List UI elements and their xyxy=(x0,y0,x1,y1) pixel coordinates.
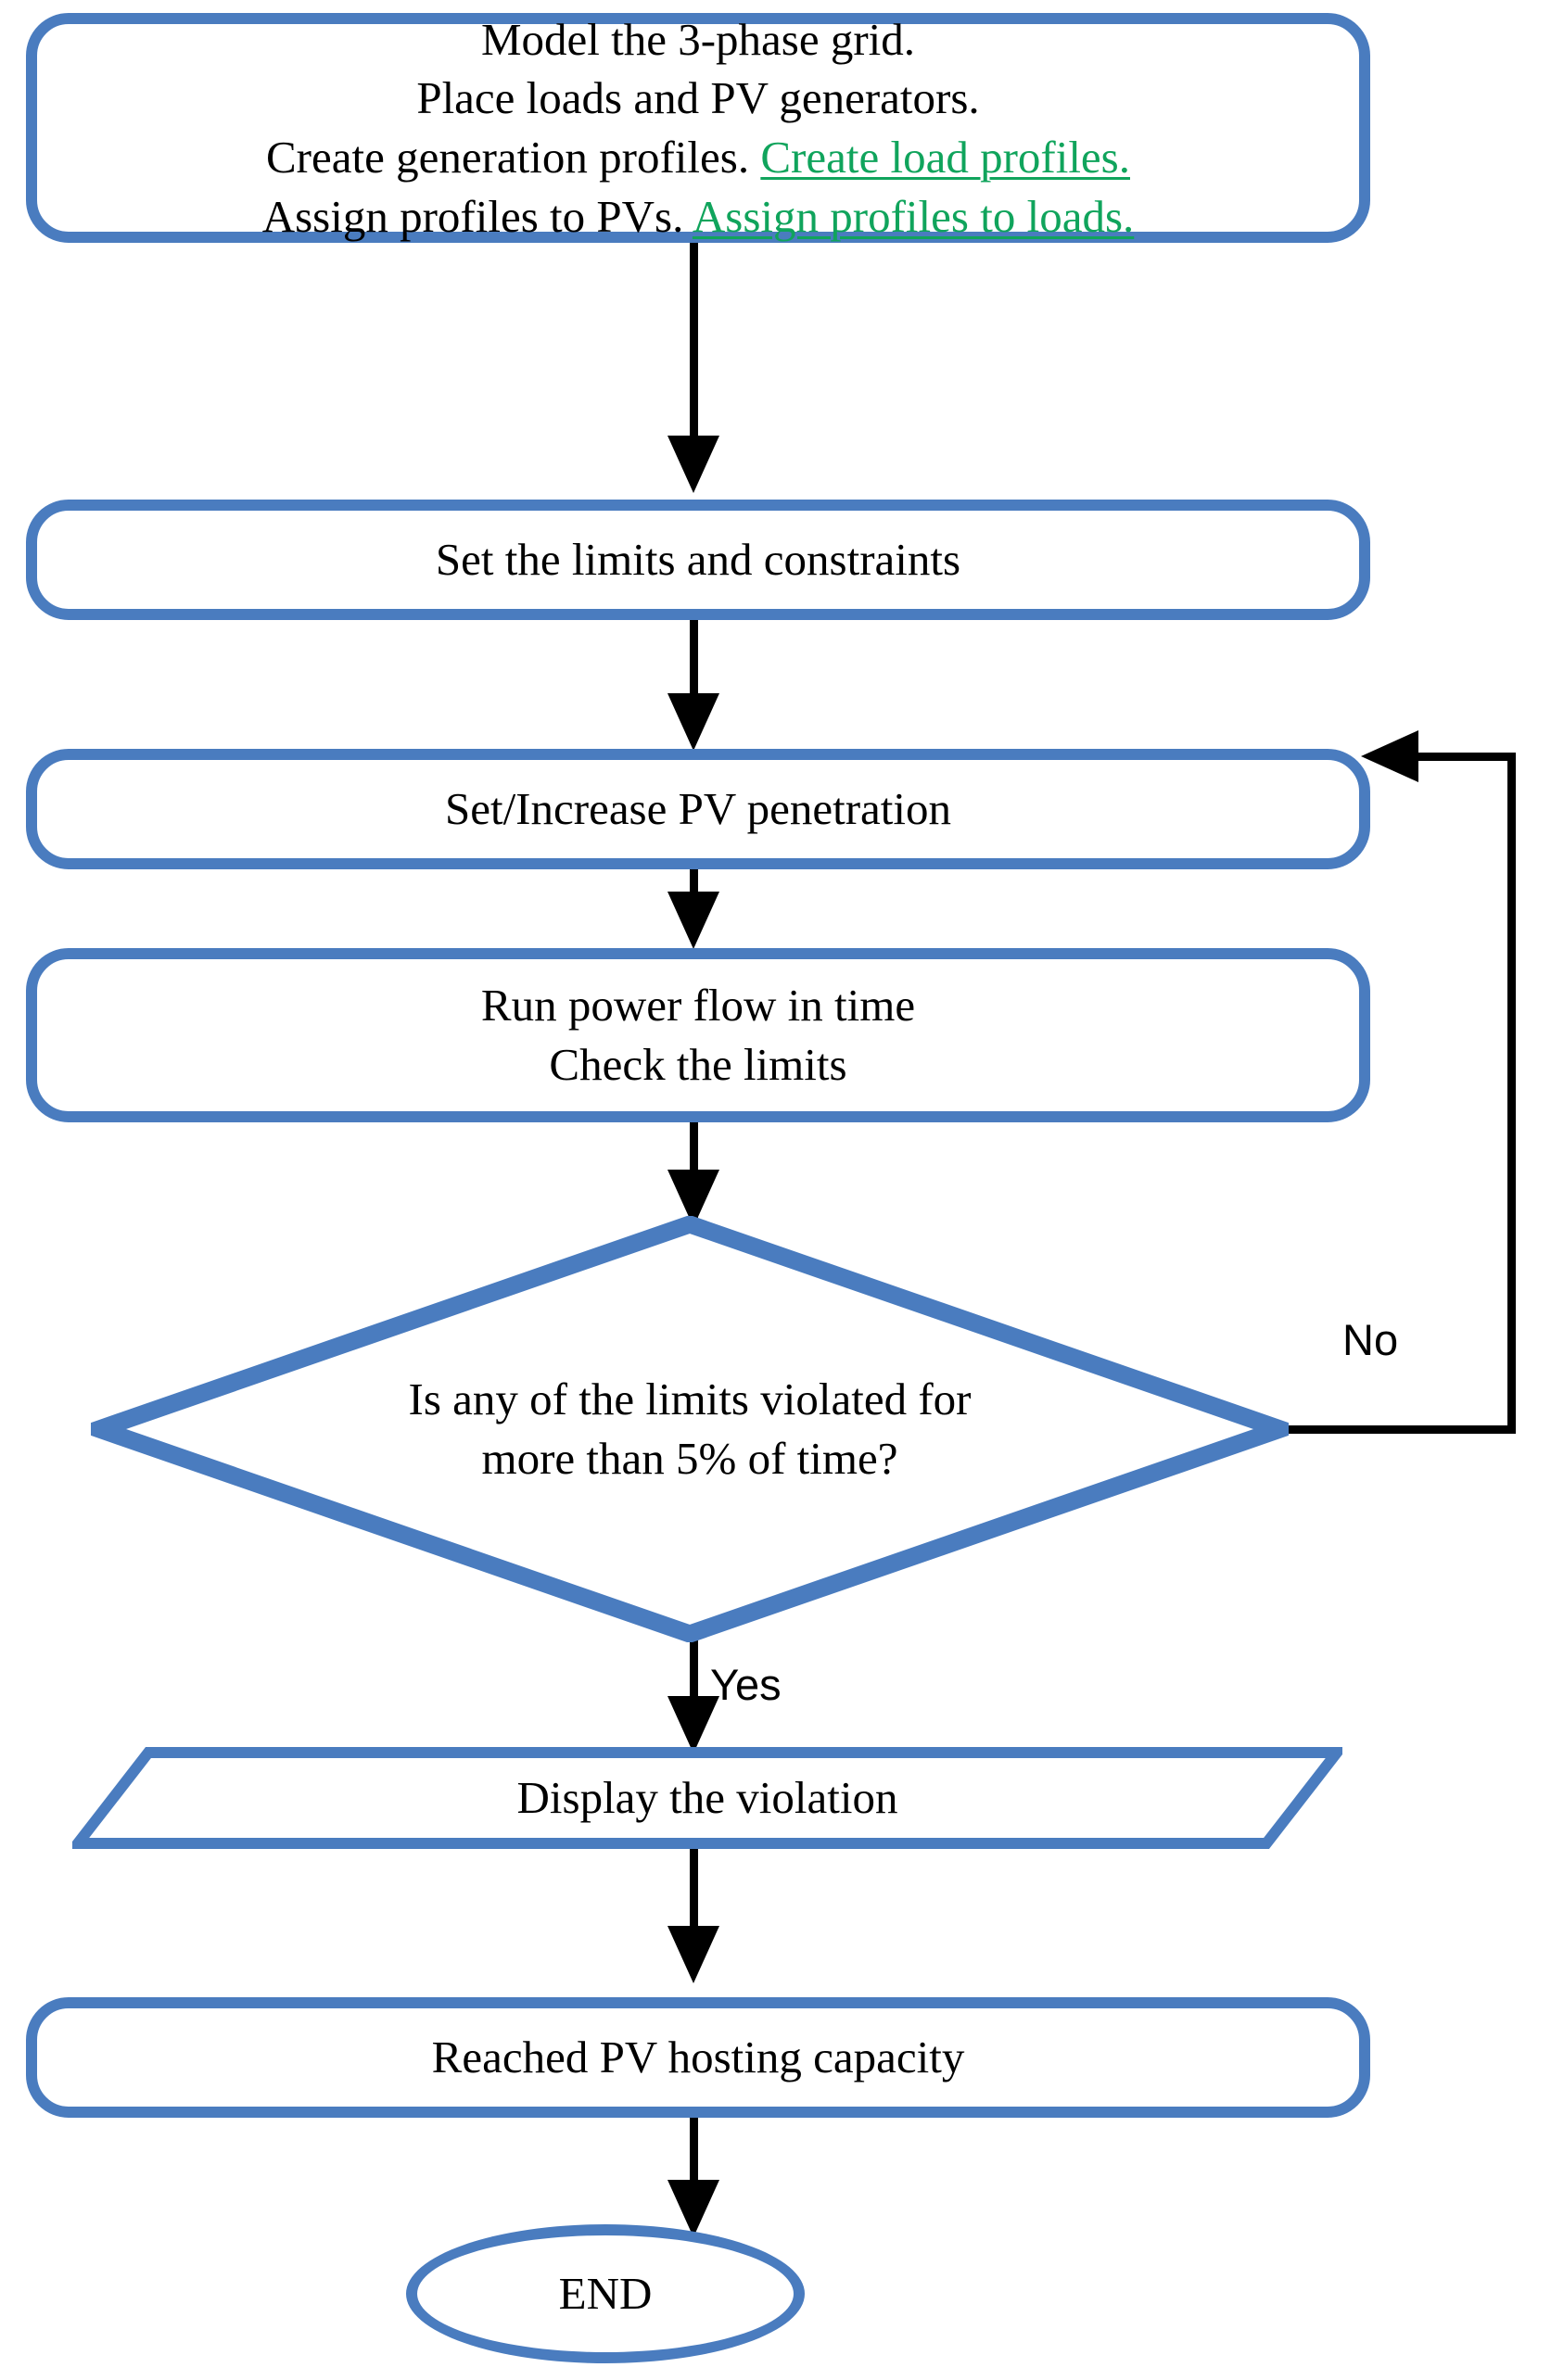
arrowhead-no-to-penetration xyxy=(1361,730,1418,782)
connector-capacity-to-end xyxy=(690,2118,698,2224)
edge-label-yes: Yes xyxy=(710,1660,782,1709)
arrowhead-limits-to-penetration xyxy=(667,693,719,751)
setup-line-1: Model the 3-phase grid. xyxy=(480,13,916,65)
setup-line-3-black: Create generation profiles. xyxy=(266,132,750,183)
connector-no-segment-horizontal-bottom xyxy=(1281,1425,1516,1434)
arrowhead-penetration-to-powerflow xyxy=(667,892,719,949)
node-set-limits-text: Set the limits and constraints xyxy=(435,534,961,586)
node-display-violation-text: Display the violation xyxy=(516,1772,898,1824)
setup-line-4-black: Assign profiles to PVs. xyxy=(261,190,684,242)
powerflow-line-1: Run power flow in time xyxy=(480,980,916,1032)
node-end[interactable]: END xyxy=(406,2224,805,2363)
node-reached-pv-hosting-capacity[interactable]: Reached PV hosting capacity xyxy=(26,1997,1370,2118)
node-set-increase-pv-penetration-text: Set/Increase PV penetration xyxy=(444,783,952,835)
node-setup-text: Model the 3-phase grid. Place loads and … xyxy=(37,10,1359,247)
connector-setup-to-limits xyxy=(690,243,698,442)
connector-penetration-to-powerflow xyxy=(690,869,698,906)
edge-label-no: No xyxy=(1342,1315,1399,1364)
connector-no-segment-horizontal-top xyxy=(1409,753,1516,761)
node-reached-pv-hosting-capacity-text: Reached PV hosting capacity xyxy=(431,2032,965,2083)
arrowhead-display-to-capacity xyxy=(667,1926,719,1983)
arrowhead-setup-to-limits xyxy=(667,436,719,493)
connector-no-segment-vertical xyxy=(1507,753,1516,1430)
diamond-shape-icon xyxy=(91,1216,1289,1642)
decision-line-2: more than 5% of time? xyxy=(481,1433,898,1484)
connector-display-to-capacity xyxy=(690,1849,698,1946)
node-set-increase-pv-penetration[interactable]: Set/Increase PV penetration xyxy=(26,749,1370,869)
setup-line-2: Place loads and PV generators. xyxy=(416,72,980,124)
node-display-violation[interactable]: Display the violation xyxy=(72,1747,1342,1849)
connector-limits-to-penetration xyxy=(690,620,698,703)
node-decision-text: Is any of the limits violated for more t… xyxy=(91,1370,1289,1488)
setup-line-4-green-link[interactable]: Assign profiles to loads. xyxy=(692,190,1135,242)
connector-yes-to-display xyxy=(690,1636,698,1738)
node-run-power-flow[interactable]: Run power flow in time Check the limits xyxy=(26,948,1370,1122)
node-end-text: END xyxy=(558,2268,653,2320)
setup-line-3: Create generation profiles. Create load … xyxy=(54,128,1342,187)
decision-line-1: Is any of the limits violated for xyxy=(408,1374,972,1425)
arrowhead-capacity-to-end xyxy=(667,2180,719,2237)
parallelogram-shape-icon xyxy=(72,1747,1342,1849)
arrowhead-yes-to-display xyxy=(667,1696,719,1753)
node-run-power-flow-text: Run power flow in time Check the limits xyxy=(37,976,1359,1094)
powerflow-line-2: Check the limits xyxy=(549,1039,847,1090)
node-setup[interactable]: Model the 3-phase grid. Place loads and … xyxy=(26,13,1370,243)
node-decision-limits-violated[interactable]: Is any of the limits violated for more t… xyxy=(91,1216,1289,1642)
setup-line-3-green-link[interactable]: Create load profiles. xyxy=(760,132,1130,183)
node-set-limits[interactable]: Set the limits and constraints xyxy=(26,500,1370,620)
setup-line-4: Assign profiles to PVs. Assign profiles … xyxy=(54,187,1342,247)
